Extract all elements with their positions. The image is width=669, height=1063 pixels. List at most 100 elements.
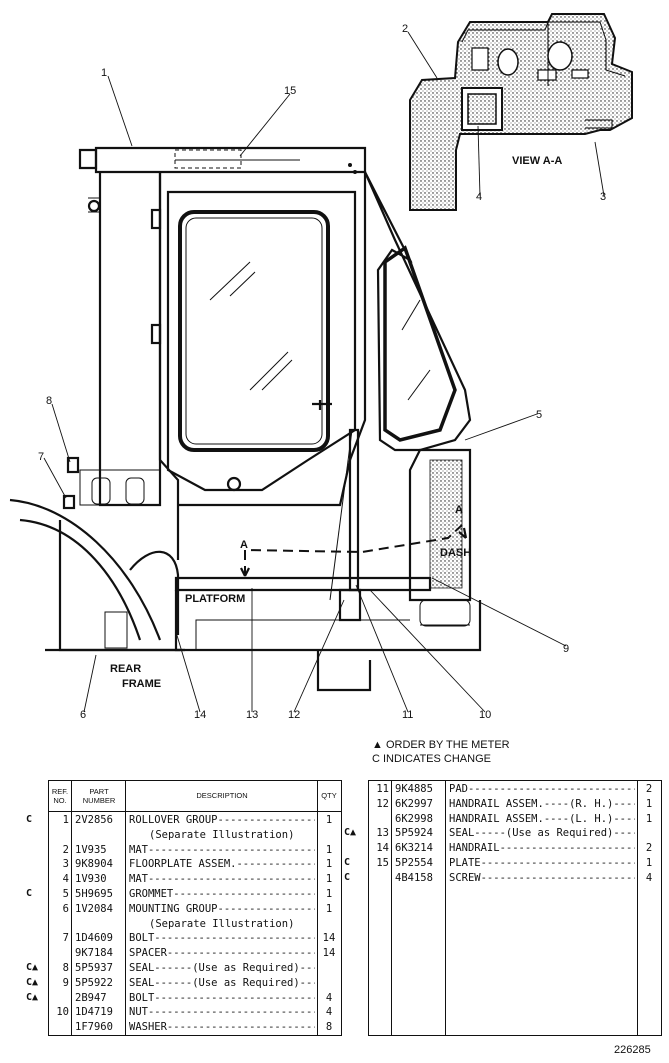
header-part-number: PART NUMBER (82, 787, 116, 805)
part-number: 5H9695 (75, 889, 113, 900)
legend: ▲ ORDER BY THE METER C INDICATES CHANGE (372, 738, 510, 766)
part-number: 1V2084 (75, 903, 113, 915)
ref-no: 5 (62, 889, 69, 900)
part-number: 9K4885 (395, 784, 433, 795)
callout-13: 13 (246, 709, 258, 721)
section-line-a-a (240, 524, 468, 577)
description: PAD----------------------------- (449, 784, 635, 795)
description: SEAL------(Use as Required)---- (129, 977, 315, 989)
description: (Separate Illustration) (149, 829, 295, 841)
callout-10: 10 (479, 709, 491, 721)
part-number: 6K3214 (395, 843, 433, 855)
ref-no: 12 (376, 798, 389, 810)
ref-no: 15 (376, 858, 389, 869)
description: BOLT--------------------------- (129, 992, 315, 1004)
part-number: 1F7960 (75, 1022, 113, 1034)
description: MAT---------------------------- (129, 874, 315, 886)
frame-label: FRAME (122, 678, 161, 690)
description: SEAL-----(Use as Required)----- (449, 828, 635, 840)
quantity: 1 (645, 798, 653, 810)
quantity: 2 (645, 784, 653, 795)
cab-exploded-illustration: VIEW A-A (9, 13, 633, 721)
section-a-right: A (455, 504, 463, 516)
quantity: 1 (325, 874, 333, 886)
change-mark: C▲ (26, 976, 39, 988)
change-mark: C▲ (26, 991, 39, 1003)
section-a-left: A (240, 539, 248, 551)
dash-label: DASH (440, 547, 471, 559)
ref-no: 7 (62, 933, 69, 945)
part-number: 1V930 (75, 874, 107, 886)
ref-no: 11 (376, 784, 389, 795)
change-mark: C (344, 857, 351, 868)
callout-14: 14 (194, 709, 206, 721)
callout-2: 2 (402, 23, 408, 35)
table-row: 6K2998 HANDRAIL ASSEM.----(L. H.)----- 1 (369, 814, 661, 825)
callout-1: 1 (101, 67, 107, 79)
part-number: 4B4158 (395, 872, 433, 884)
part-number: 5P5922 (75, 977, 113, 989)
legend-indicates-change: C INDICATES CHANGE (372, 753, 491, 765)
callout-9: 9 (563, 643, 569, 655)
callout-5: 5 (536, 409, 542, 421)
part-number: 1V935 (75, 844, 107, 856)
ref-no: 2 (62, 844, 69, 856)
quantity: 1 (325, 859, 333, 871)
table-row: 4B4158 SCREW--------------------------- 4 (369, 873, 661, 884)
header-qty: QTY (321, 791, 337, 800)
ref-no: 8 (62, 963, 69, 974)
quantity: 4 (645, 872, 653, 884)
table-header: REF. NO. PART NUMBER DESCRIPTION QTY (49, 781, 341, 812)
description: SCREW--------------------------- (449, 872, 635, 884)
description: FLOORPLATE ASSEM.-------------- (129, 859, 315, 871)
table-row: 4 1V930 MAT---------------------------- 1 (49, 874, 341, 885)
callout-numbers: 1 2 3 4 5 6 7 8 9 10 11 12 13 14 15 (38, 23, 606, 721)
legend-order-by-meter: ▲ ORDER BY THE METER (372, 739, 510, 751)
quantity: 1 (645, 813, 653, 825)
change-mark: C (344, 871, 351, 883)
description: GROMMET------------------------ (129, 889, 315, 900)
quantity: 1 (325, 903, 333, 915)
part-number: 2V2856 (75, 815, 113, 826)
ref-no: 6 (62, 903, 69, 915)
quantity: 14 (322, 948, 336, 960)
view-a-a-label: VIEW A-A (512, 155, 562, 167)
description: (Separate Illustration) (149, 918, 295, 930)
ref-no: 4 (62, 874, 69, 886)
part-number: 6K2998 (395, 813, 433, 825)
ref-no: 1 (62, 815, 69, 826)
description: HANDRAIL ASSEM.----(L. H.)----- (449, 813, 635, 825)
part-number: 5P2554 (395, 858, 433, 869)
part-number: 9K8904 (75, 859, 113, 871)
quantity: 1 (645, 858, 653, 869)
quantity: 4 (325, 1007, 333, 1019)
description: HANDRAIL ASSEM.----(R. H.)----- (449, 798, 635, 810)
ref-no: 3 (62, 859, 69, 871)
table-row: 3 9K8904 FLOORPLATE ASSEM.-------------- 1 (49, 859, 341, 870)
quantity: 2 (645, 843, 653, 855)
change-mark: C (26, 814, 33, 825)
table-row: (Separate Illustration) (49, 830, 341, 841)
ref-no: 13 (376, 828, 389, 840)
description: NUT---------------------------- (129, 1007, 315, 1019)
change-mark: C▲ (344, 827, 357, 839)
table-row: (Separate Illustration) (49, 919, 341, 930)
part-number: 9K7184 (75, 948, 113, 960)
quantity: 1 (325, 815, 333, 826)
change-mark: C (26, 888, 33, 899)
table-row: 1 2V2856 ROLLOVER GROUP------------------ 1 (49, 815, 341, 826)
ref-no: 10 (56, 1007, 69, 1019)
description: HANDRAIL------------------------ (449, 843, 635, 855)
description: ROLLOVER GROUP------------------ (129, 815, 315, 826)
header-ref: REF. NO. (51, 787, 69, 805)
description: SPACER------------------------- (129, 948, 315, 960)
table-row: 11 9K4885 PAD-----------------------------… (369, 784, 661, 795)
